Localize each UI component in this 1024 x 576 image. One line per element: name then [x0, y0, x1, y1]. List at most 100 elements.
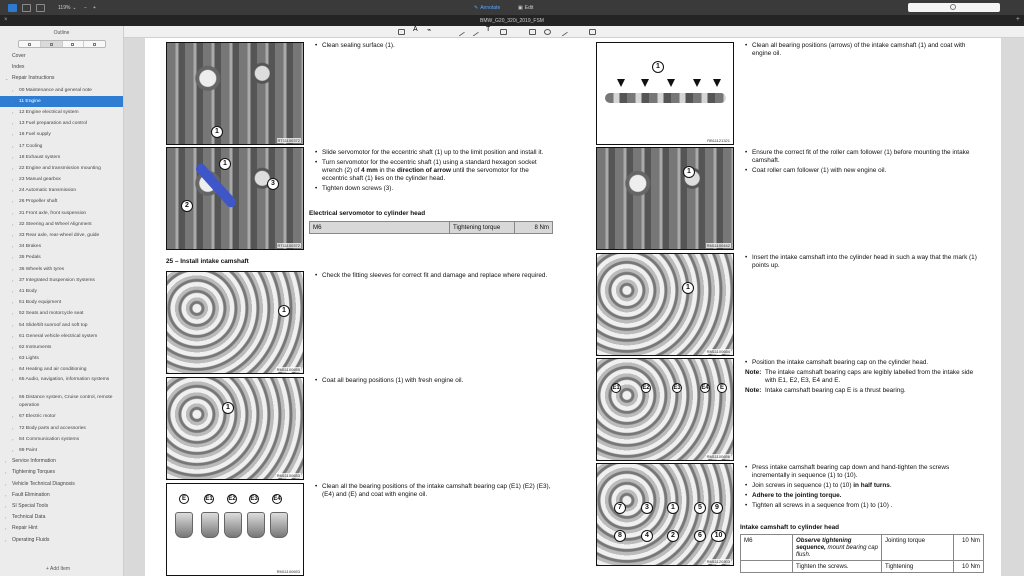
caret-right-icon[interactable]: › [12, 177, 14, 183]
outline-item-technical-data[interactable]: ›Technical Data [0, 512, 123, 523]
caret-right-icon[interactable]: › [12, 244, 14, 250]
caret-right-icon[interactable]: › [12, 448, 14, 453]
caret-right-icon[interactable]: › [12, 210, 14, 216]
shape-tool-icon[interactable] [500, 29, 507, 35]
caret-right-icon[interactable]: › [12, 132, 14, 138]
outline-item-vehicle-diagnosis[interactable]: ›Vehicle Technical Diagnosis [0, 479, 123, 490]
annotation-view-button[interactable] [63, 41, 85, 47]
outline-item-body[interactable]: ›41 Body [0, 286, 123, 297]
caret-right-icon[interactable]: › [5, 481, 7, 487]
outline-item-audio[interactable]: ›65 Audio, navigation, information syste… [12, 377, 110, 383]
caret-right-icon[interactable]: › [12, 425, 14, 431]
outline-item-cover[interactable]: Cover [12, 53, 26, 59]
comment-tool-icon[interactable] [529, 29, 536, 35]
caret-right-icon[interactable]: › [5, 515, 7, 521]
caret-right-icon[interactable]: › [12, 333, 14, 339]
outline-item-fuel-supply[interactable]: ›16 Fuel supply [0, 129, 123, 140]
caret-right-icon[interactable]: › [12, 266, 14, 272]
outline-item-steering[interactable]: ›32 Steering and Wheel Alignment [0, 219, 123, 230]
caret-right-icon[interactable]: › [12, 154, 14, 160]
caret-right-icon[interactable]: › [12, 165, 14, 171]
caret-right-icon[interactable]: › [12, 436, 14, 442]
outline-item-engine-electrical[interactable]: ›12 Engine electrical system [0, 107, 123, 118]
pen-tool-icon[interactable] [455, 27, 466, 37]
page-view-icon[interactable] [36, 3, 45, 12]
outline-item-automatic-transmission[interactable]: ›24 Automatic transmission [0, 185, 123, 196]
caret-right-icon[interactable]: › [12, 377, 14, 383]
caret-right-icon[interactable]: › [12, 288, 14, 294]
caret-right-icon[interactable]: › [12, 188, 14, 194]
caret-right-icon[interactable]: › [12, 300, 14, 306]
text-tool-icon[interactable]: T [486, 26, 491, 33]
caret-right-icon[interactable]: › [5, 470, 7, 476]
caret-right-icon[interactable]: › [5, 537, 7, 543]
signature-tool-icon[interactable]: ⌁ [427, 27, 432, 34]
outline-item-distance-system[interactable]: ›66 Distance system, Cruise control, rem… [12, 395, 113, 409]
outline-item-pedals[interactable]: ›35 Pedals [0, 252, 123, 263]
outline-item-engine[interactable]: ›11 Engine [0, 95, 123, 107]
caret-right-icon[interactable]: › [12, 255, 14, 261]
annotate-tab[interactable]: ✎Annotate [474, 4, 501, 11]
outline-item-fault-elimination[interactable]: ›Fault Elimination [0, 490, 123, 501]
caret-right-icon[interactable]: › [12, 344, 14, 350]
zoom-out-button[interactable]: − [84, 4, 87, 11]
outline-item-communication[interactable]: ›84 Communication systems [0, 434, 123, 445]
outline-item-exhaust[interactable]: ›18 Exhaust system [0, 152, 123, 163]
font-tool-icon[interactable]: A [413, 26, 418, 33]
outline-item-manual-gearbox[interactable]: ›23 Manual gearbox [0, 174, 123, 185]
page-list-button[interactable] [84, 41, 105, 47]
caret-right-icon[interactable]: › [5, 526, 7, 532]
outline-item-repair-instructions[interactable]: ⌄Repair Instructions [0, 73, 123, 84]
outline-item-cooling[interactable]: ›17 Cooling [0, 141, 123, 152]
outline-item-repair-hint[interactable]: ›Repair Hint [0, 523, 123, 534]
outline-item-lights[interactable]: ›63 Lights [0, 353, 123, 364]
highlight-tool-icon[interactable] [469, 27, 480, 37]
zoom-select[interactable]: 119%⌄ [58, 4, 77, 11]
add-item-button[interactable]: + Add Item [46, 566, 71, 572]
markup-tool-icon[interactable] [558, 27, 569, 37]
outline-item-operating-fluids[interactable]: ›Operating Fluids [0, 535, 123, 546]
outline-item-special-tools[interactable]: ›SI Special Tools [0, 501, 123, 512]
new-tab-icon[interactable]: + [1015, 16, 1020, 23]
search-input[interactable] [908, 3, 1000, 12]
outline-item-service-information[interactable]: ›Service Information [0, 456, 123, 467]
outline-item-heating[interactable]: ›64 Heating and air conditioning [0, 364, 123, 375]
outline-item-maintenance[interactable]: ›00 Maintenance and general note [0, 85, 123, 96]
sidebar-toggle-icon[interactable] [8, 3, 17, 12]
fullscreen-tool-icon[interactable] [589, 29, 596, 35]
caret-right-icon[interactable]: › [12, 109, 14, 115]
outline-item-general-electrical[interactable]: ›61 General vehicle electrical system [0, 331, 123, 342]
outline-item-fuel-preparation[interactable]: ›13 Fuel preparation and control [0, 118, 123, 129]
expanded-caret-icon[interactable]: ⌄ [5, 76, 9, 82]
caret-right-icon[interactable]: › [12, 121, 14, 127]
caret-right-icon[interactable]: › [12, 87, 14, 93]
caret-right-icon[interactable]: › [12, 277, 14, 283]
outline-item-tightening-torques[interactable]: ›Tightening Torques [0, 467, 123, 478]
outline-item-instruments[interactable]: ›62 Instruments [0, 342, 123, 353]
thumbnail-view-icon[interactable] [22, 3, 31, 12]
caret-right-icon[interactable]: › [12, 98, 14, 104]
bookmark-view-button[interactable] [19, 41, 41, 47]
outline-item-brakes[interactable]: ›34 Brakes [0, 241, 123, 252]
caret-right-icon[interactable]: › [12, 356, 14, 362]
caret-right-icon[interactable]: › [12, 143, 14, 149]
outline-item-mounting[interactable]: ›22 Engine and transmission mounting [0, 163, 123, 174]
outline-item-suspension-systems[interactable]: ›37 Integrated Suspension Systems [0, 275, 123, 286]
zoom-in-button[interactable]: + [93, 4, 96, 11]
caret-right-icon[interactable]: › [12, 322, 14, 328]
caret-right-icon[interactable]: › [12, 221, 14, 227]
outline-item-body-equipment[interactable]: ›51 Body equipment [0, 297, 123, 308]
caret-right-icon[interactable]: › [5, 503, 7, 509]
caret-right-icon[interactable]: › [5, 459, 7, 465]
stamp-tool-icon[interactable] [544, 29, 551, 35]
outline-item-paint[interactable]: ›99 Paint [0, 445, 123, 456]
outline-item-wheels[interactable]: ›36 Wheels with tyres [0, 264, 123, 275]
outline-item-propeller-shaft[interactable]: ›26 Propeller shaft [0, 196, 123, 207]
outline-view-button[interactable] [40, 41, 63, 47]
caret-right-icon[interactable]: › [5, 492, 7, 498]
outline-item-index[interactable]: Index [12, 64, 25, 71]
text-box-tool-icon[interactable] [398, 29, 405, 35]
edit-tab[interactable]: ▣Edit [518, 4, 534, 11]
outline-item-front-axle[interactable]: ›31 Front axle, front suspension [0, 208, 123, 219]
